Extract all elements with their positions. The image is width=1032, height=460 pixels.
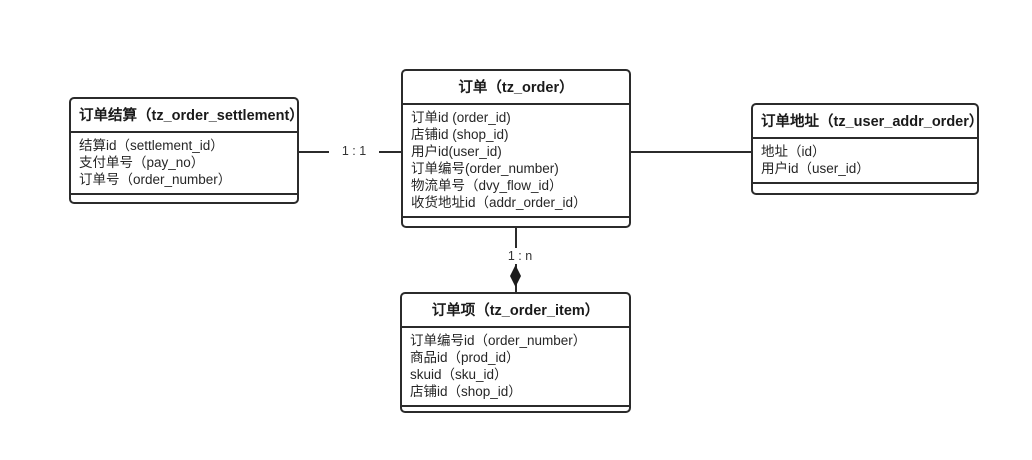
entity-attributes-user-addr-order: 地址（id） 用户id（user_id）	[753, 139, 977, 184]
attribute-row: 用户id（user_id）	[761, 161, 870, 176]
attribute-row: 收货地址id（addr_order_id）	[411, 195, 587, 210]
entity-footer-order	[403, 218, 629, 244]
entity-header-order-settlement: 订单结算（tz_order_settlement）	[71, 99, 304, 133]
relation-label-1-n: 1 : n	[494, 248, 546, 264]
connector-order-addr	[631, 151, 751, 153]
entity-header-order-item: 订单项（tz_order_item）	[402, 294, 629, 328]
entity-attributes-order-settlement: 结算id（settlement_id） 支付单号（pay_no） 订单号（ord…	[71, 133, 297, 195]
attribute-row: 订单号（order_number）	[79, 172, 232, 187]
attribute-row: skuid（sku_id）	[410, 367, 508, 382]
entity-footer-order-settlement	[71, 195, 297, 221]
attribute-row: 订单id (order_id)	[411, 110, 511, 125]
entity-footer-user-addr-order	[753, 184, 977, 210]
attribute-row: 商品id（prod_id）	[410, 350, 520, 365]
entity-order-item[interactable]: 订单项（tz_order_item） 订单编号id（order_number） …	[400, 292, 631, 413]
attribute-row: 地址（id）	[761, 144, 826, 159]
entity-order-settlement[interactable]: 订单结算（tz_order_settlement） 结算id（settlemen…	[69, 97, 304, 204]
entity-header-order: 订单（tz_order）	[403, 71, 629, 105]
entity-header-user-addr-order: 订单地址（tz_user_addr_order）	[753, 105, 983, 139]
attribute-row: 支付单号（pay_no）	[79, 155, 205, 170]
attribute-row: 物流单号（dvy_flow_id）	[411, 178, 563, 193]
entity-footer-order-item	[402, 407, 629, 433]
attribute-row: 店铺id（shop_id）	[410, 384, 522, 399]
attribute-row: 结算id（settlement_id）	[79, 138, 224, 153]
entity-attributes-order: 订单id (order_id) 店铺id (shop_id) 用户id(user…	[403, 105, 629, 218]
relation-label-1-1: 1 : 1	[329, 143, 379, 159]
entity-order[interactable]: 订单（tz_order） 订单id (order_id) 店铺id (shop_…	[401, 69, 631, 228]
entity-attributes-order-item: 订单编号id（order_number） 商品id（prod_id） skuid…	[402, 328, 629, 407]
diamond-arrowhead-icon	[510, 265, 521, 287]
attribute-row: 用户id(user_id)	[411, 144, 502, 159]
attribute-row: 订单编号(order_number)	[411, 161, 559, 176]
attribute-row: 订单编号id（order_number）	[410, 333, 587, 348]
attribute-row: 店铺id (shop_id)	[411, 127, 509, 142]
entity-user-addr-order[interactable]: 订单地址（tz_user_addr_order） 地址（id） 用户id（use…	[751, 103, 983, 195]
